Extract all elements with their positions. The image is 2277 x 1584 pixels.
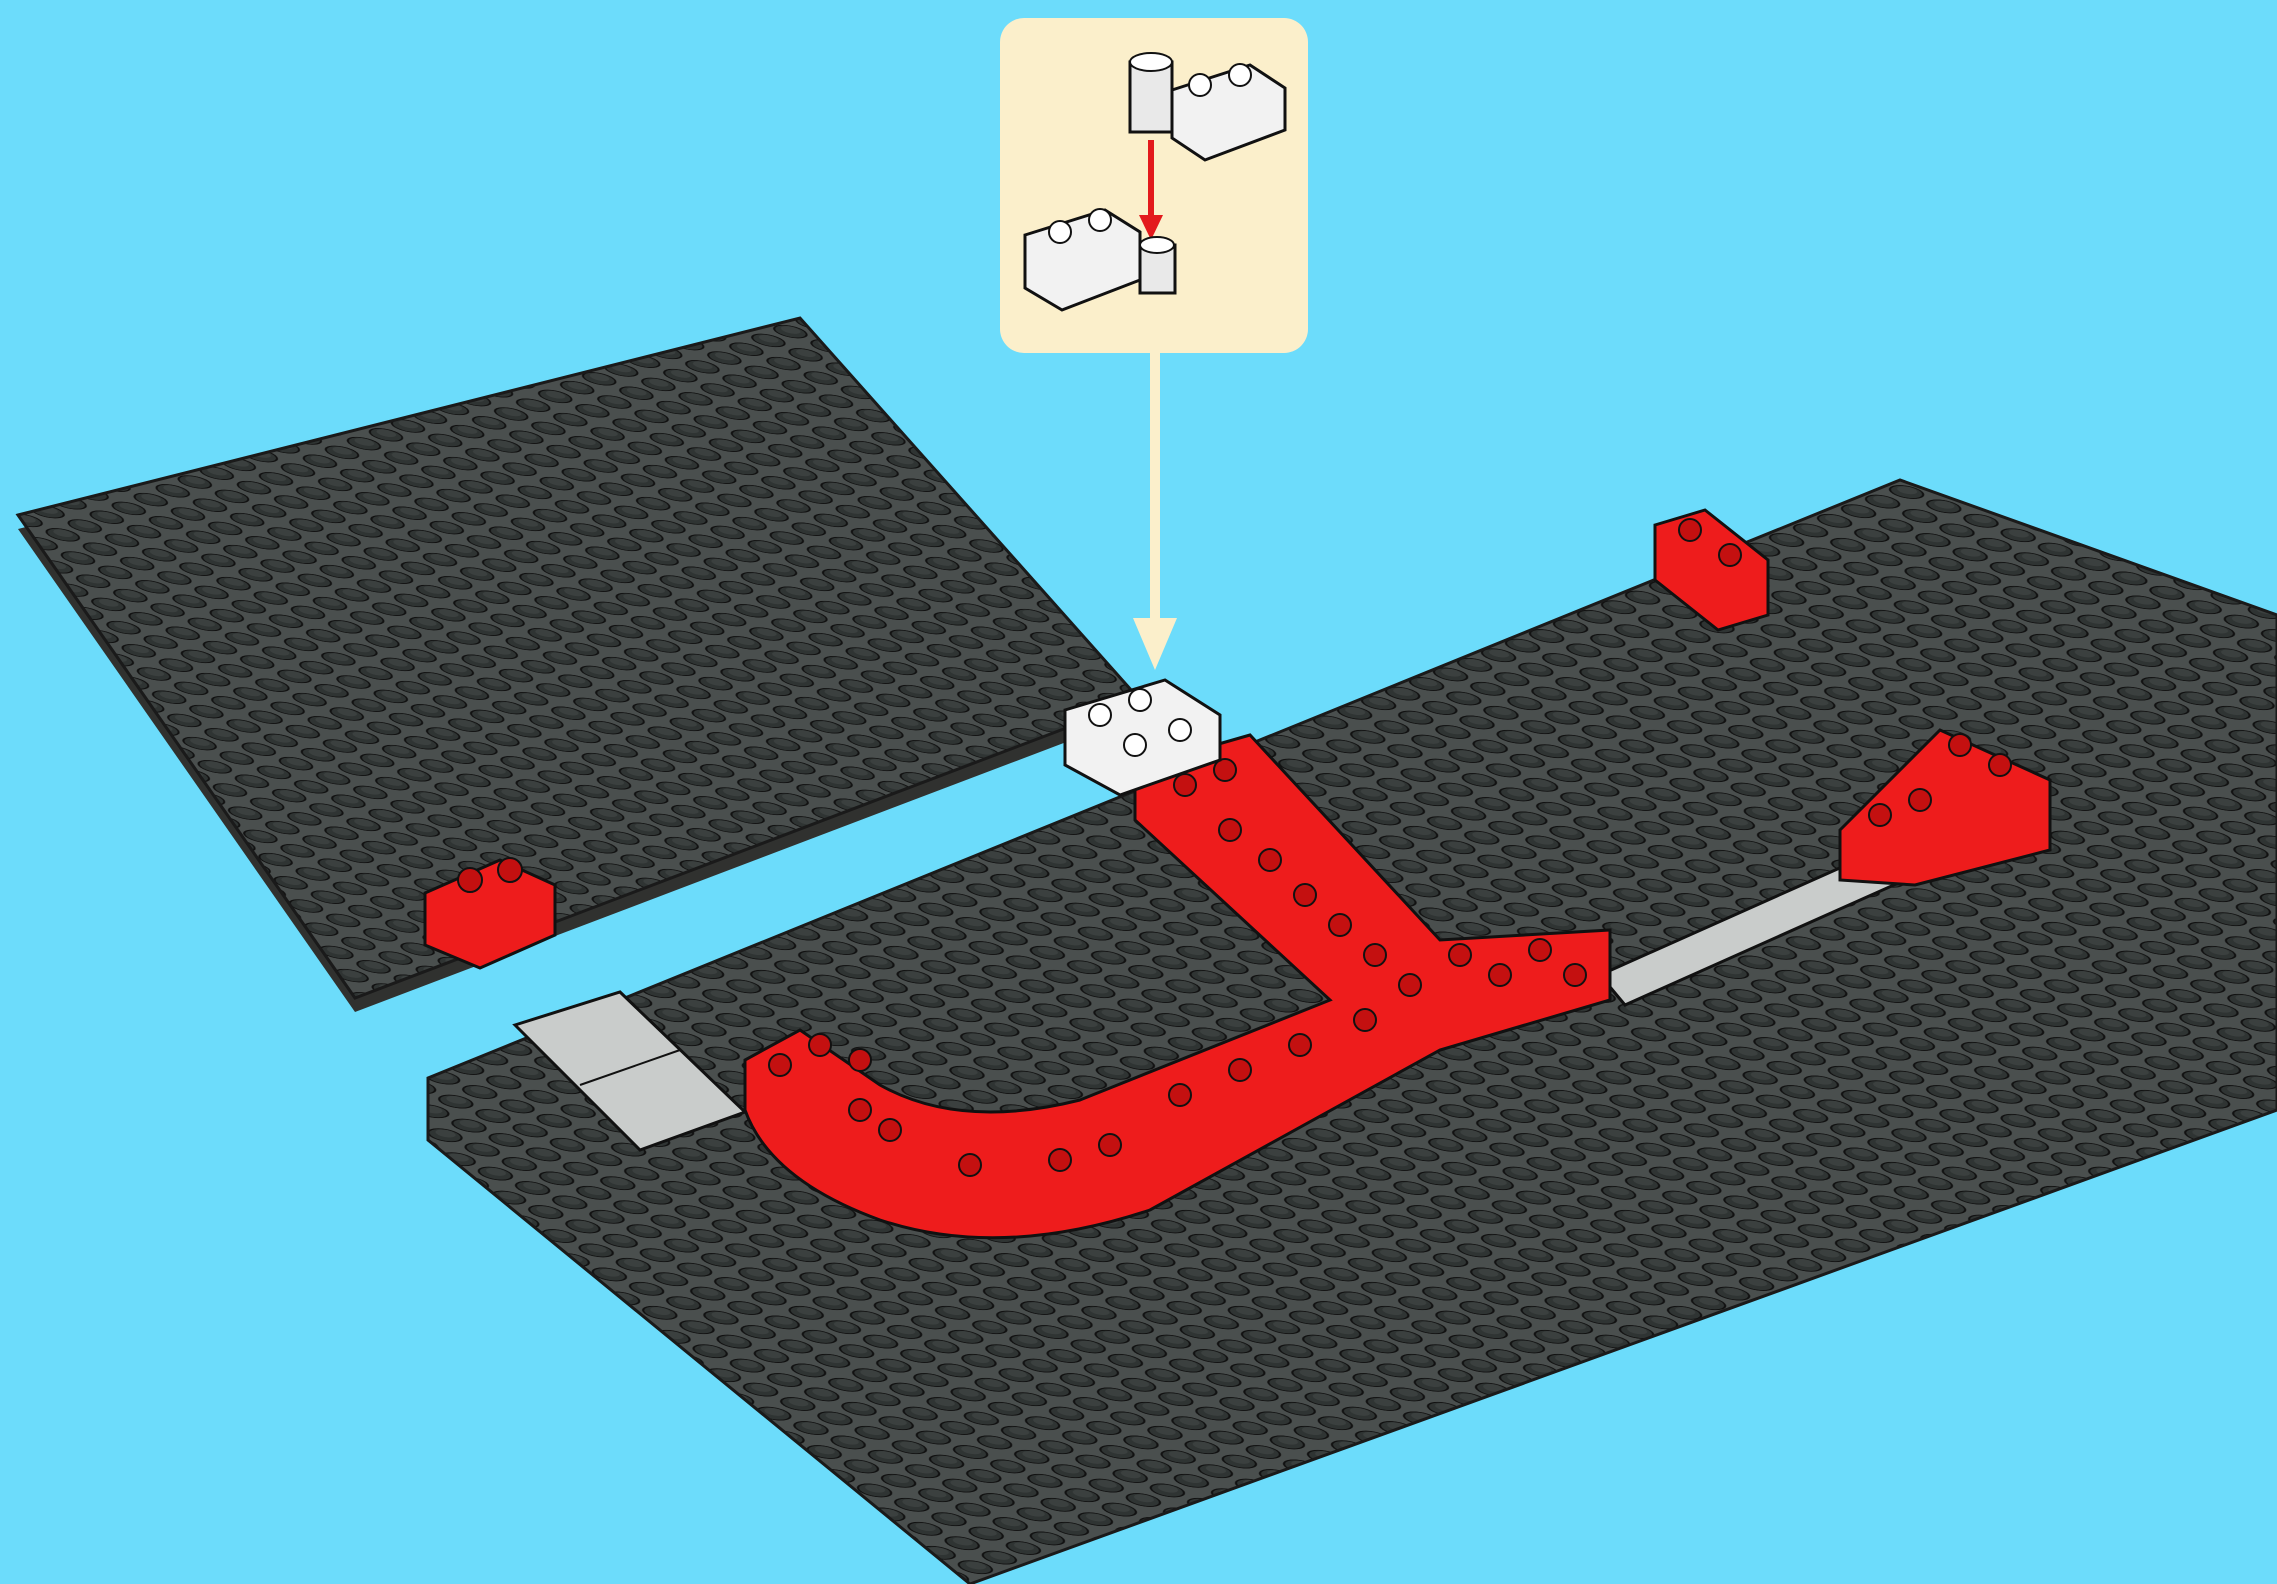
callout-leader-arrow	[1133, 348, 1177, 670]
callout-box	[1000, 18, 1308, 353]
